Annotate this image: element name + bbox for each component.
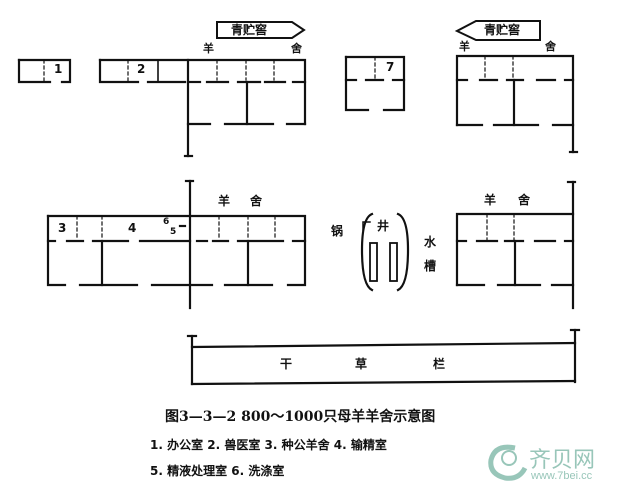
shed-label: 舍 (545, 40, 556, 53)
shed-label: 舍 (518, 193, 531, 207)
room-6-number: 6 (163, 217, 170, 227)
room-7-number: 7 (386, 60, 395, 74)
hay-shed-label: 栏 (433, 357, 446, 371)
shed-label: 羊 (484, 193, 497, 207)
silage-pit-right-label: 青贮窖 (484, 23, 521, 37)
watermark-name: 齐贝网 (529, 448, 596, 473)
legend-line-2: 5. 精液处理室 6. 洗涤室 (150, 464, 285, 478)
room-4-number: 4 (128, 221, 137, 235)
middle-right-shed (455, 180, 577, 310)
silage-pit-left-label: 青贮窖 (231, 23, 268, 37)
shed-label: 羊 (459, 40, 470, 53)
shed-label: 舍 (291, 42, 302, 55)
well-area (360, 212, 410, 292)
hay-shed-label: 干 (280, 357, 293, 371)
room-2-number: 2 (137, 62, 146, 76)
hay-shed-label: 草 (355, 357, 368, 371)
silage-pit-right-arrow (454, 20, 541, 41)
figure-caption: 图3—3—2 800～1000只母羊羊舍示意图 (165, 409, 436, 425)
legend-line-1: 1. 办公室 2. 兽医室 3. 种公羊舍 4. 输精室 (150, 438, 387, 452)
top-right-shed (455, 54, 579, 154)
office-building-1 (17, 58, 72, 84)
boiler-label: 锅 (331, 224, 344, 238)
room-5-number: 5 (170, 227, 177, 237)
water-trough-label: 水 (424, 235, 437, 249)
well-label: 井 (377, 219, 390, 233)
shed-label: 舍 (250, 194, 263, 208)
water-trough-label: 槽 (424, 259, 437, 273)
top-left-shed (98, 58, 307, 158)
floor-plan (17, 20, 581, 386)
room-1-number: 1 (54, 62, 63, 76)
middle-left-shed (46, 179, 307, 310)
silage-pit-left-arrow (216, 21, 306, 39)
shed-label: 羊 (218, 194, 231, 208)
watermark-logo-icon (488, 444, 528, 481)
hay-shed (186, 328, 581, 386)
room-3-number: 3 (58, 221, 67, 235)
watermark: 齐贝网 www.7bei.cc (485, 440, 595, 488)
watermark-url: www.7bei.cc (531, 470, 593, 482)
shed-label: 羊 (203, 42, 214, 55)
building-7 (344, 55, 406, 112)
